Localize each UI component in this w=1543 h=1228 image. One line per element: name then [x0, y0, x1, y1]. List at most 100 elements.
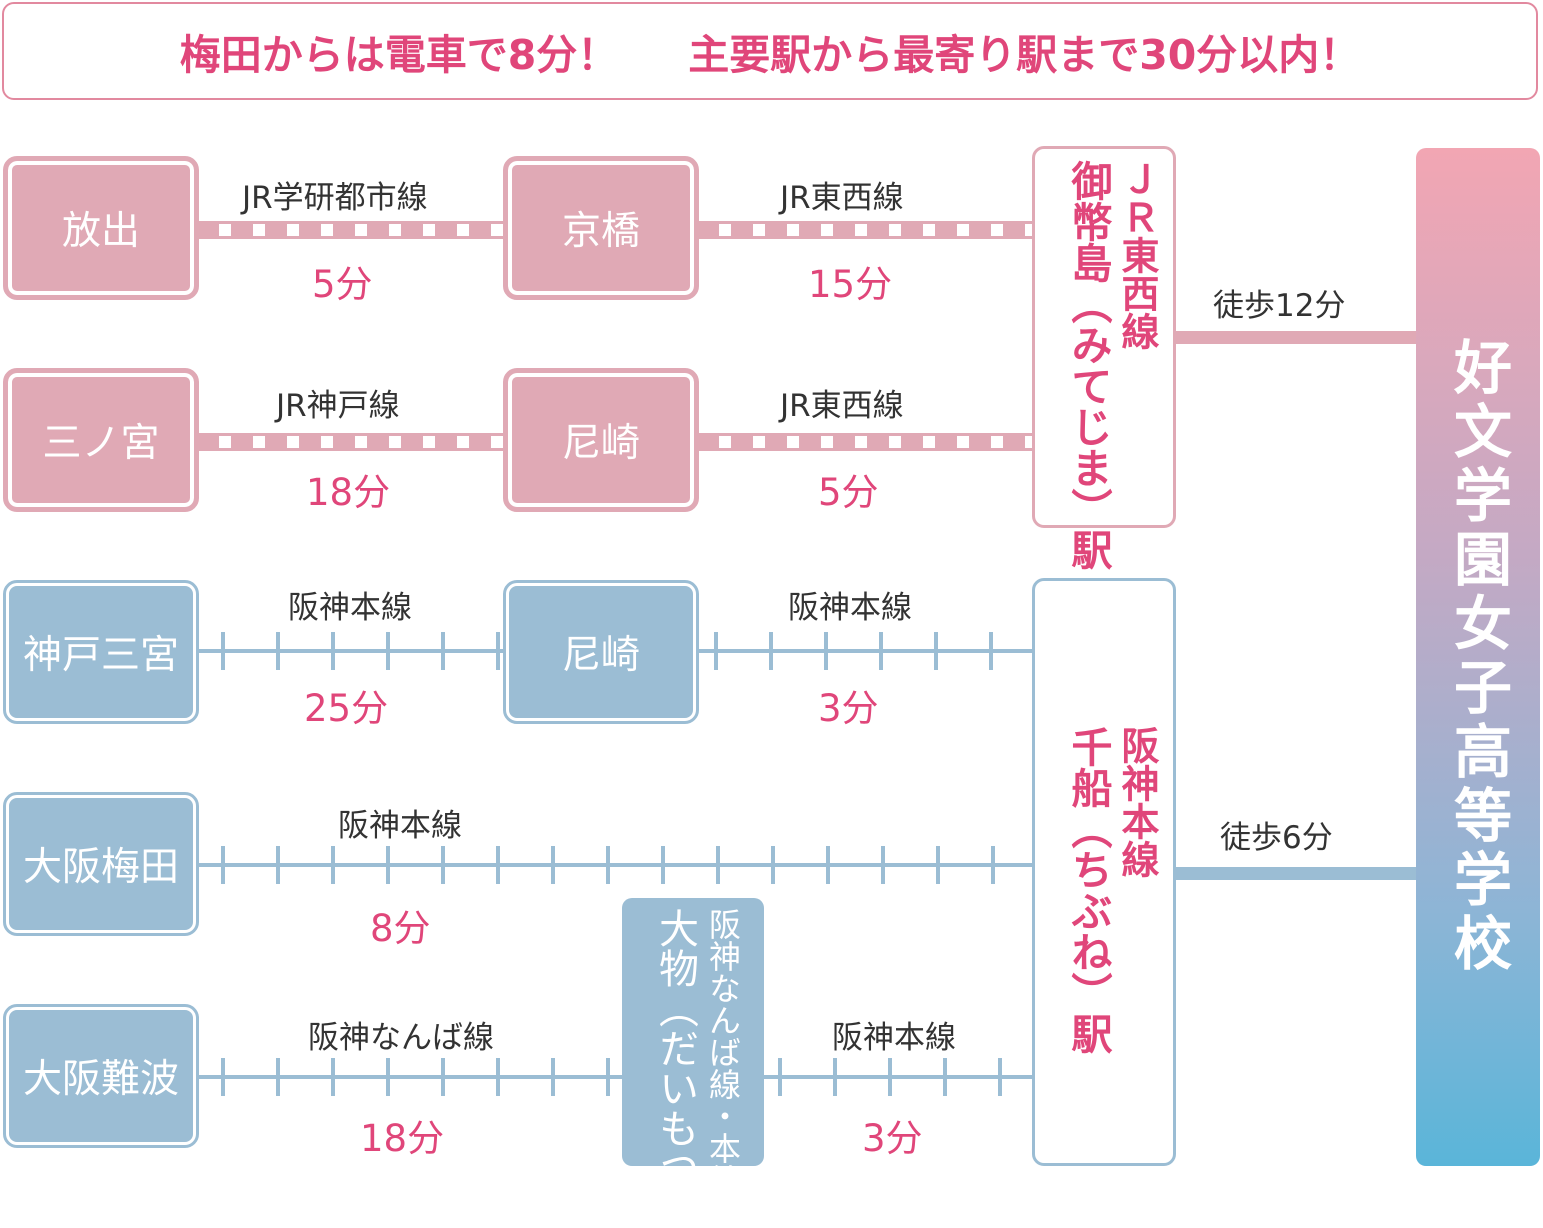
track-hanshin-main-4: [764, 1075, 1034, 1079]
time-r2-1: 18分: [306, 471, 391, 514]
line-label-r4-1: 阪神本線: [338, 808, 462, 844]
dest-hanshin-line: 阪神本線: [1115, 726, 1159, 878]
track-tick: [276, 846, 280, 884]
track-hanshin-main-2: [697, 649, 1034, 653]
station-kobe-sannomiya: 神戸三宮: [3, 580, 199, 724]
daimotsu-line: 阪神なんば線・本線: [704, 908, 742, 1196]
track-jr-gakkentoshi: [197, 221, 503, 239]
track-tick: [221, 1058, 225, 1096]
track-jr-tozai-1: [697, 221, 1034, 239]
track-tick: [331, 1058, 335, 1096]
walk-path-jr: [1176, 331, 1416, 344]
track-tick: [824, 632, 828, 670]
track-tick: [221, 632, 225, 670]
dest-jr-line: ＪＲ東西線: [1115, 160, 1159, 350]
track-tick: [221, 846, 225, 884]
header-part1: 梅田からは電車で8分！: [179, 31, 619, 79]
track-tick: [769, 632, 773, 670]
line-label-r5-1: 阪神なんば線: [308, 1020, 494, 1056]
track-tick: [441, 1058, 445, 1096]
station-kyobashi: 京橋: [503, 156, 699, 300]
dest-hanshin-station: 千船（ちぶね）駅: [1064, 726, 1112, 1054]
time-r3-1: 25分: [304, 687, 389, 730]
station-amagasaki-jr: 尼崎: [503, 368, 699, 512]
station-amagasaki-hanshin-label: 尼崎: [561, 633, 640, 678]
track-hanshin-main-3: [197, 863, 1034, 867]
station-daimotsu: [622, 898, 764, 1166]
station-amagasaki-jr-label: 尼崎: [561, 421, 640, 466]
track-tick: [833, 1058, 837, 1096]
line-label-r1-1: JR学研都市線: [242, 180, 428, 216]
header-text: 梅田からは電車で8分！ 主要駅から最寄り駅まで30分以内！: [4, 4, 1536, 98]
line-label-r3-1: 阪神本線: [288, 590, 412, 626]
line-label-r5-2: 阪神本線: [832, 1020, 956, 1056]
track-tick: [881, 846, 885, 884]
station-hanaten-label: 放出: [61, 209, 140, 254]
track-jr-kobe: [197, 433, 503, 451]
line-label-r2-2: JR東西線: [780, 388, 904, 424]
station-kyobashi-label: 京橋: [561, 209, 640, 254]
track-tick: [714, 632, 718, 670]
track-tick: [888, 1058, 892, 1096]
track-tick: [778, 1058, 782, 1096]
track-tick: [661, 846, 665, 884]
track-tick: [606, 846, 610, 884]
station-osaka-namba: 大阪難波: [3, 1004, 199, 1148]
track-hanshin-main-1: [197, 649, 505, 653]
time-r4-1: 8分: [370, 907, 431, 950]
track-jr-tozai-2: [697, 433, 1034, 451]
track-tick: [386, 1058, 390, 1096]
track-tick: [879, 632, 883, 670]
station-amagasaki-hanshin: 尼崎: [503, 580, 699, 724]
track-tick: [934, 632, 938, 670]
track-tick: [386, 632, 390, 670]
daimotsu-name: 大物（だいもつ）: [652, 908, 698, 1228]
line-label-r1-2: JR東西線: [780, 180, 904, 216]
station-hanaten: 放出: [3, 156, 199, 300]
track-tick: [441, 632, 445, 670]
track-tick: [441, 846, 445, 884]
track-tick: [551, 846, 555, 884]
time-r1-1: 5分: [312, 263, 373, 306]
destination-chibune: [1032, 578, 1176, 1166]
track-tick: [331, 632, 335, 670]
station-osaka-umeda-label: 大阪梅田: [22, 845, 179, 890]
track-hanshin-namba: [197, 1075, 622, 1079]
time-r5-1: 18分: [360, 1117, 445, 1160]
dest-jr-station: 御幣島（みてじま）駅: [1064, 160, 1112, 570]
station-sannomiya-label: 三ノ宮: [42, 421, 160, 466]
walk-time-jr: 徒歩12分: [1213, 288, 1346, 324]
header-banner: 梅田からは電車で8分！ 主要駅から最寄り駅まで30分以内！: [2, 2, 1538, 100]
station-osaka-namba-label: 大阪難波: [22, 1057, 179, 1102]
time-r2-2: 5分: [818, 471, 879, 514]
track-tick: [276, 632, 280, 670]
track-tick: [716, 846, 720, 884]
line-label-r3-2: 阪神本線: [788, 590, 912, 626]
track-tick: [496, 1058, 500, 1096]
track-tick: [771, 846, 775, 884]
school-box: 好文学園女子高等学校: [1416, 148, 1540, 1166]
time-r3-2: 3分: [818, 687, 879, 730]
time-r1-2: 15分: [808, 263, 893, 306]
header-part2: 主要駅から最寄り駅まで30分以内！: [688, 31, 1361, 79]
walk-time-hanshin: 徒歩6分: [1220, 820, 1333, 856]
line-label-r2-1: JR神戸線: [276, 388, 400, 424]
track-tick: [991, 846, 995, 884]
track-tick: [496, 846, 500, 884]
station-kobe-sannomiya-label: 神戸三宮: [22, 633, 179, 678]
track-tick: [998, 1058, 1002, 1096]
track-tick: [331, 846, 335, 884]
walk-path-hanshin: [1176, 867, 1416, 880]
track-tick: [606, 1058, 610, 1096]
track-tick: [276, 1058, 280, 1096]
school-name: 好文学園女子高等学校: [1444, 337, 1512, 977]
track-tick: [386, 846, 390, 884]
track-tick: [936, 846, 940, 884]
station-osaka-umeda: 大阪梅田: [3, 792, 199, 936]
track-tick: [496, 632, 500, 670]
station-sannomiya: 三ノ宮: [3, 368, 199, 512]
track-tick: [551, 1058, 555, 1096]
time-r5-2: 3分: [862, 1117, 923, 1160]
track-tick: [989, 632, 993, 670]
destination-mitejima: [1032, 146, 1176, 528]
